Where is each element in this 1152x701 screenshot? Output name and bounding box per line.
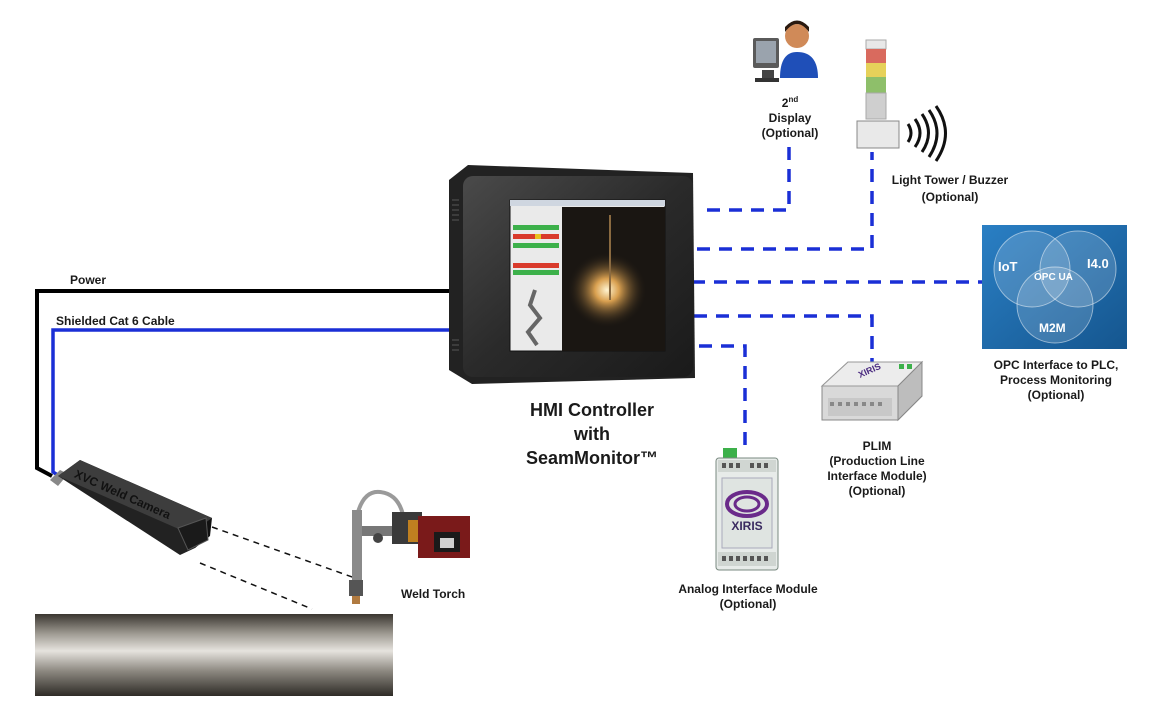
weld-camera bbox=[50, 460, 212, 555]
plim-line2: (Production Line bbox=[829, 454, 925, 468]
second-display-line3: (Optional) bbox=[761, 126, 819, 140]
plim-label: PLIM (Production Line Interface Module) … bbox=[807, 439, 947, 499]
link-analog bbox=[699, 344, 747, 452]
hmi-controller-label: HMI Controller with SeamMonitor™ bbox=[492, 398, 692, 470]
cat6-label: Shielded Cat 6 Cable bbox=[56, 314, 175, 328]
light-tower-icon bbox=[856, 39, 900, 149]
hmi-line3: SeamMonitor™ bbox=[525, 448, 658, 468]
opc-i40-text: I4.0 bbox=[1087, 256, 1109, 271]
second-display-num: 2 bbox=[781, 96, 789, 110]
weld-torch-label: Weld Torch bbox=[401, 587, 466, 601]
opc-ua-text: OPC UA bbox=[1034, 272, 1073, 283]
pipe bbox=[35, 614, 393, 696]
user-computer-icon bbox=[753, 20, 818, 82]
plim-line1: PLIM bbox=[862, 439, 892, 453]
analog-line2: (Optional) bbox=[719, 597, 777, 611]
analog-label: Analog Interface Module (Optional) bbox=[660, 582, 836, 612]
hmi-line2: with bbox=[574, 424, 610, 444]
second-display-sup: nd bbox=[788, 95, 799, 104]
analog-device-text: XIRIS bbox=[731, 519, 762, 533]
cat6-cable bbox=[51, 328, 449, 480]
analog-interface-module-device: XIRIS bbox=[715, 448, 779, 571]
opc-line2: Process Monitoring bbox=[999, 373, 1112, 387]
opc-iot-text: IoT bbox=[998, 259, 1018, 274]
second-display-line2: Display bbox=[768, 111, 812, 125]
hmi-line1: HMI Controller bbox=[530, 400, 654, 420]
light-tower-line1: Light Tower / Buzzer bbox=[891, 173, 1009, 187]
light-tower-line2: (Optional) bbox=[921, 190, 979, 204]
analog-line1: Analog Interface Module bbox=[678, 582, 818, 596]
power-cable bbox=[35, 289, 449, 478]
opc-line3: (Optional) bbox=[1027, 388, 1085, 402]
plim-line4: (Optional) bbox=[848, 484, 906, 498]
opc-m2m-text: M2M bbox=[1039, 321, 1066, 335]
link-second-display bbox=[707, 143, 791, 212]
buzzer-sound-icon bbox=[906, 105, 947, 162]
second-display-label: 2nd Display (Optional) bbox=[740, 92, 840, 141]
opc-line1: OPC Interface to PLC, bbox=[993, 358, 1119, 372]
hmi-screen-ui bbox=[513, 225, 559, 347]
plim-device: XIRIS bbox=[820, 360, 924, 422]
power-label: Power bbox=[70, 273, 107, 287]
weld-torch bbox=[349, 489, 470, 604]
opc-label: OPC Interface to PLC, Process Monitoring… bbox=[976, 358, 1136, 403]
camera-sight-lines bbox=[199, 526, 356, 610]
hmi-controller bbox=[449, 165, 695, 384]
light-tower-label: Light Tower / Buzzer (Optional) bbox=[870, 173, 1030, 205]
dashed-connections bbox=[692, 143, 982, 452]
link-plim bbox=[694, 314, 874, 362]
opc-ua-badge: IoT I4.0 OPC UA M2M bbox=[982, 225, 1127, 349]
link-light-tower bbox=[697, 152, 874, 251]
plim-line3: Interface Module) bbox=[827, 469, 927, 483]
